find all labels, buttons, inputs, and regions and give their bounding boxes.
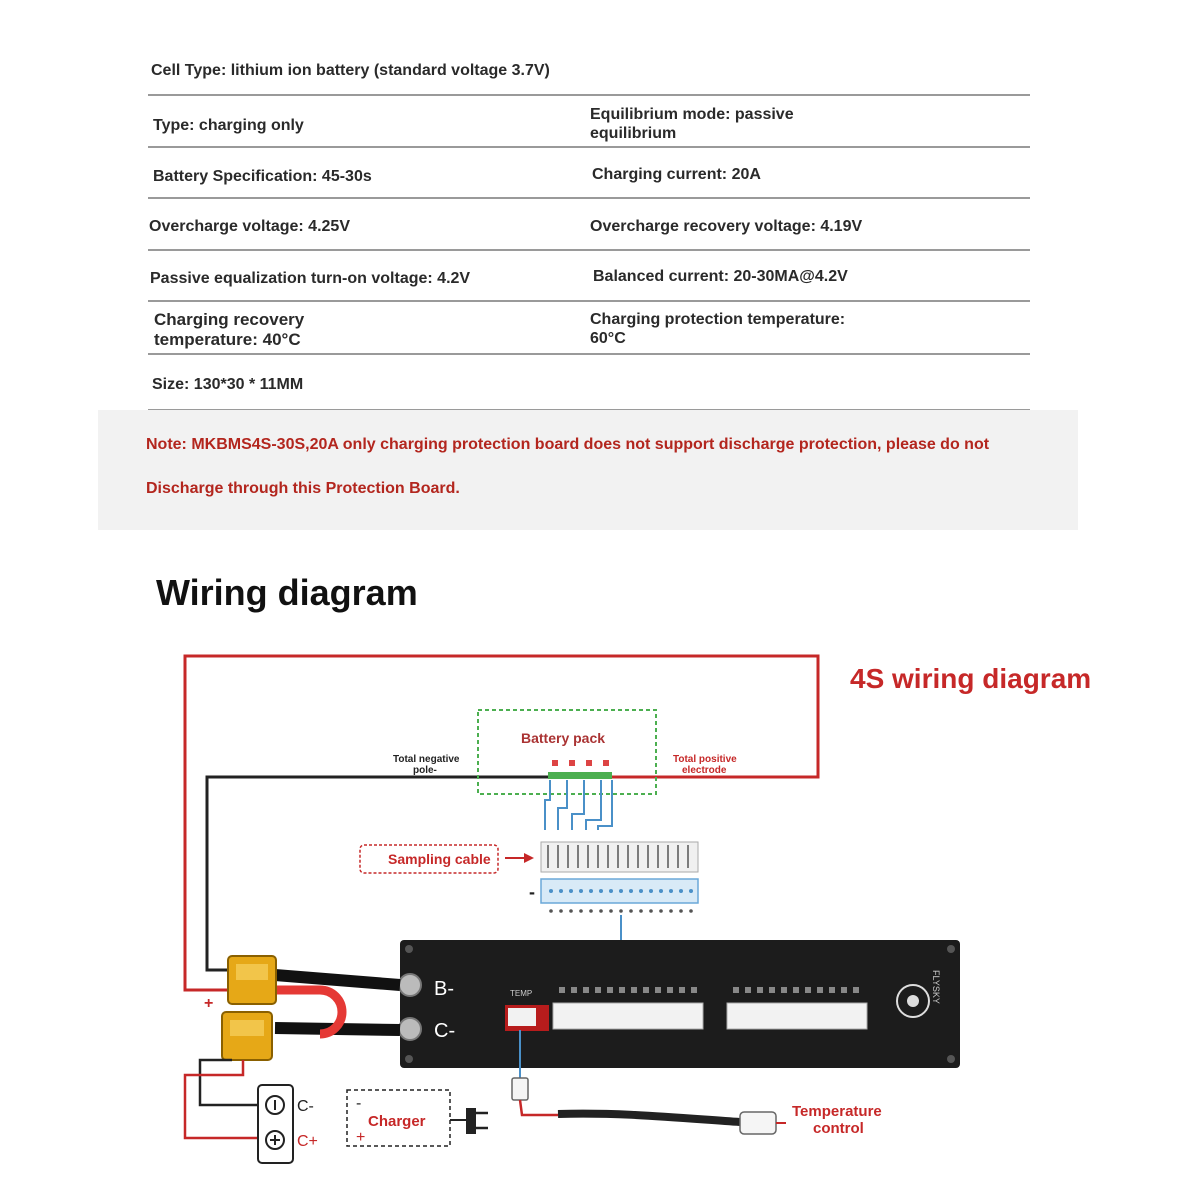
spec-size: Size: 130*30 * 11MM [152, 376, 304, 393]
diagram-subtitle: 4S wiring diagram [850, 663, 1091, 694]
xt60-connector-top [227, 955, 277, 1005]
main-thick-wire-top [274, 969, 401, 991]
balance-leads [544, 780, 613, 830]
spec-type: Type: charging only [153, 117, 304, 134]
spec-table: Cell Type: lithium ion battery (standard… [148, 40, 1030, 411]
spec-charging-current: Charging current: 20A [592, 166, 761, 183]
spec-row-overcharge: Overcharge voltage: 4.25V Overcharge rec… [148, 199, 1030, 251]
spec-equilibrium-1: Equilibrium mode: passive [590, 106, 794, 123]
charger-minus: - [356, 1095, 361, 1112]
temp-cable [557, 1109, 741, 1126]
charger-negative-wire [198, 1058, 258, 1107]
note-box: Note: MKBMS4S-30S,20A only charging prot… [98, 410, 1078, 530]
spec-passive-eq: Passive equalization turn-on voltage: 4.… [150, 270, 471, 287]
plus-label: + [204, 995, 213, 1012]
b-minus-label: B- [434, 978, 454, 1000]
note-line-2: Discharge through this Protection Board. [146, 480, 460, 497]
temp-port-label: TEMP [510, 989, 532, 998]
spec-row-passive: Passive equalization turn-on voltage: 4.… [148, 251, 1030, 302]
total-positive-label-1: Total positive [673, 754, 737, 765]
charger-label: Charger [368, 1113, 426, 1130]
spec-balanced-current: Balanced current: 20-30MA@4.2V [593, 268, 848, 285]
spec-row-battery: Battery Specification: 45-30s Charging c… [148, 148, 1030, 199]
battery-pack-label: Battery pack [521, 730, 605, 746]
total-positive-label-2: electrode [682, 765, 727, 776]
bms-board [398, 940, 960, 1068]
spec-row-cell-type: Cell Type: lithium ion battery (standard… [148, 40, 1030, 96]
c-minus-terminal-label: C- [297, 1098, 314, 1115]
charger-terminals [257, 1084, 294, 1164]
jumper-red-loop [268, 985, 347, 1039]
c-plus-terminal-label: C+ [297, 1133, 318, 1150]
charger-positive-wire [183, 1060, 258, 1140]
board-brand: FLYSKY [931, 970, 941, 1004]
spec-cell-type: Cell Type: lithium ion battery (standard… [151, 62, 550, 79]
positive-wire [183, 654, 820, 992]
sampling-cable-connector [540, 841, 699, 913]
wiring-diagram-title: Wiring diagram [156, 572, 418, 613]
negative-wire [205, 775, 548, 972]
spec-charging-protection-1: Charging protection temperature: [590, 311, 846, 328]
c-minus-label: C- [434, 1020, 455, 1042]
spec-row-type: Type: charging only Equilibrium mode: pa… [148, 96, 1030, 148]
temperature-control-label-1: Temperature [792, 1103, 882, 1120]
note-line-1: Note: MKBMS4S-30S,20A only charging prot… [146, 436, 990, 453]
spec-row-temperature: Charging recovery temperature: 40°C Char… [148, 302, 1030, 355]
battery-cells [548, 760, 612, 779]
spec-battery-spec: Battery Specification: 45-30s [153, 168, 372, 185]
charger-plus: + [356, 1129, 365, 1146]
spec-charging-recovery-2: temperature: 40°C [154, 330, 301, 349]
xt60-connector-bottom [221, 1011, 273, 1061]
temp-plug [511, 1077, 529, 1101]
temp-probe [739, 1111, 777, 1135]
sampling-minus-label: - [529, 882, 535, 902]
charger-box [346, 1089, 451, 1147]
sampling-cable-label-box [359, 844, 499, 874]
spec-overcharge-recovery: Overcharge recovery voltage: 4.19V [590, 218, 863, 235]
sampling-cable-label: Sampling cable [388, 851, 491, 867]
sampling-arrow [524, 853, 534, 863]
temp-wire-red [518, 1099, 558, 1117]
spec-overcharge-voltage: Overcharge voltage: 4.25V [149, 218, 350, 235]
temperature-control-label-2: control [813, 1120, 864, 1137]
total-negative-label-2: pole- [413, 765, 437, 776]
spec-equilibrium-2: equilibrium [590, 125, 677, 142]
spec-charging-recovery-1: Charging recovery [154, 310, 305, 329]
total-negative-label-1: Total negative [393, 754, 460, 765]
plug-icon [450, 1108, 488, 1134]
spec-charging-protection-2: 60°C [590, 330, 626, 347]
